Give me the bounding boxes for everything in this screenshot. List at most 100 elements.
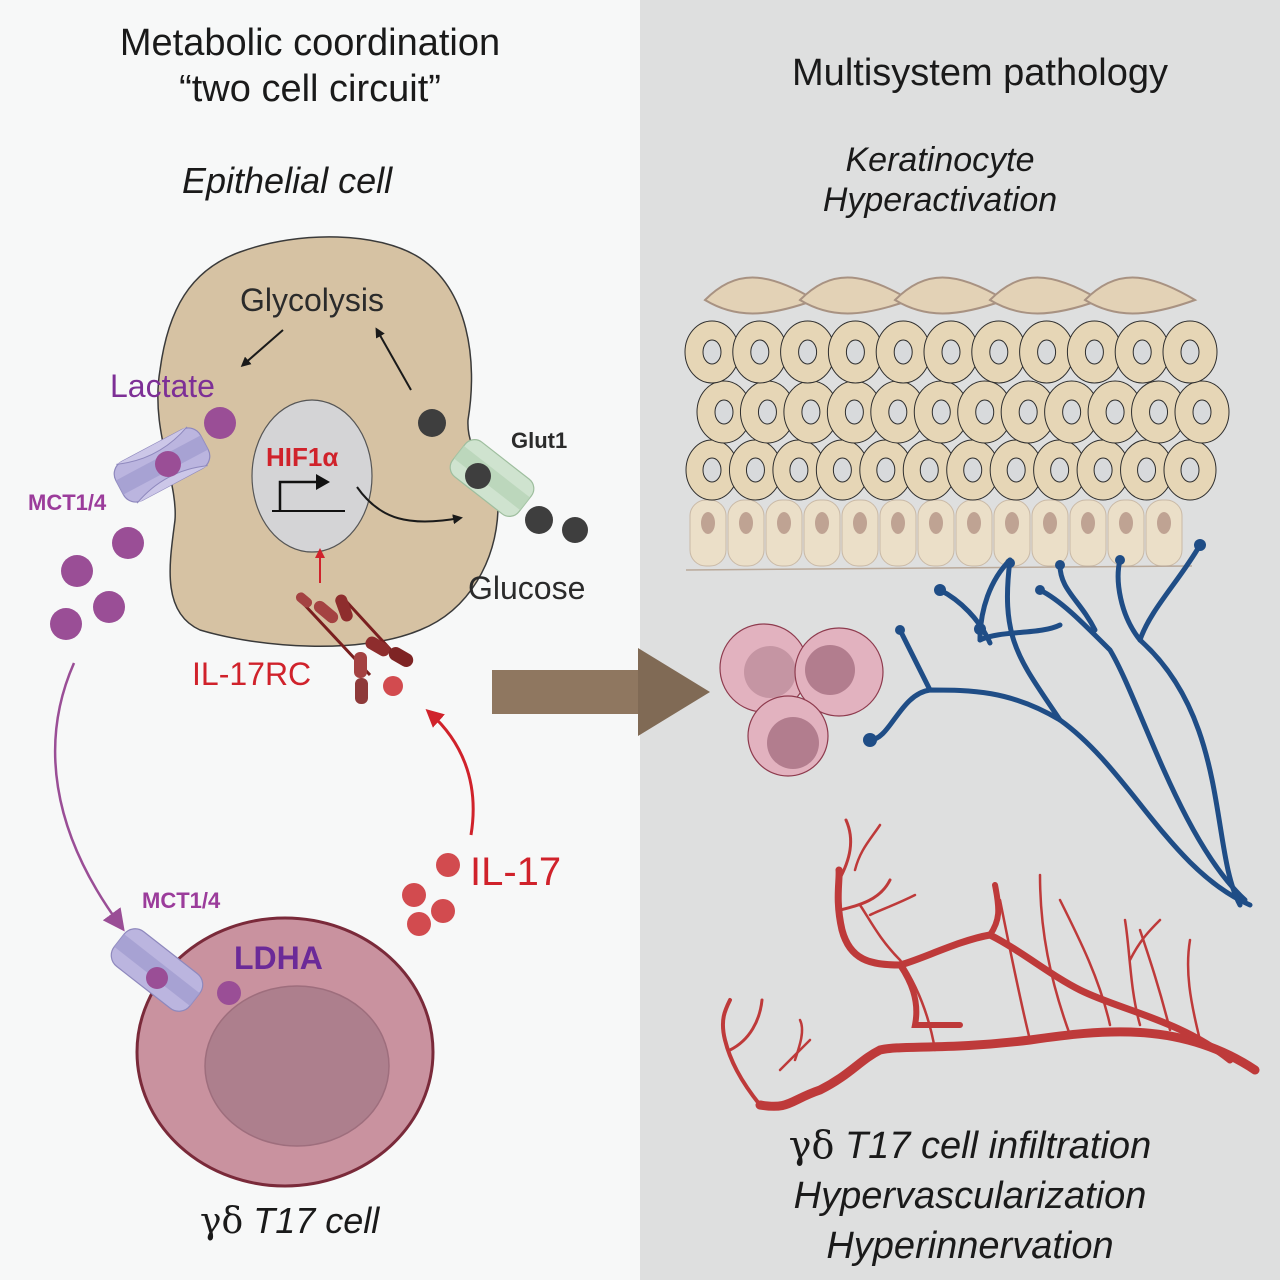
corneum-cell <box>893 276 1008 315</box>
gamma-delta-symbol: γδ <box>788 1123 835 1167</box>
corneum-cell <box>988 276 1103 315</box>
mct-label-top: MCT1/4 <box>28 490 107 515</box>
corneum-cell <box>798 276 913 315</box>
keratinocyte-nucleus <box>1192 399 1212 425</box>
glycolysis-label: Glycolysis <box>240 282 385 318</box>
left-panel-title: Metabolic coordination “two cell circuit… <box>60 20 560 112</box>
basal-nucleus <box>1081 512 1095 534</box>
keratinocyte-nucleus <box>1137 457 1157 483</box>
lactate-molecule <box>155 451 181 477</box>
glucose-label: Glucose <box>468 570 586 606</box>
infiltrating-t17-cells <box>719 623 884 777</box>
epidermis-tissue <box>684 276 1230 571</box>
lactate-molecule <box>204 407 236 439</box>
keratinocyte-nucleus <box>963 457 983 483</box>
keratinocyte-nucleus <box>798 339 818 365</box>
il17-signal-arrow <box>425 708 475 836</box>
lactate-molecule <box>93 591 125 623</box>
il17rc-receptor <box>295 592 414 704</box>
basement-membrane <box>685 565 1193 571</box>
keratinocyte-nucleus <box>832 457 852 483</box>
keratinocyte-nucleus <box>1006 457 1026 483</box>
keratinocyte-nucleus <box>989 339 1009 365</box>
keratinocyte-nucleus <box>702 457 722 483</box>
basal-nucleus <box>891 512 905 534</box>
basal-nucleus <box>1005 512 1019 534</box>
keratinocyte-nucleus <box>801 399 821 425</box>
blood-vessels <box>720 818 1260 1111</box>
il17rc-label: IL-17RC <box>192 656 312 692</box>
title-line-2: “two cell circuit” <box>179 68 441 110</box>
basal-nucleus <box>853 512 867 534</box>
transcription-arrow-icon <box>278 480 320 510</box>
keratinocyte-nucleus <box>845 339 865 365</box>
il17-molecule <box>383 676 403 696</box>
keratinocyte-nucleus <box>750 339 770 365</box>
ldha-label: LDHA <box>234 940 323 976</box>
keratinocyte-nucleus <box>888 399 908 425</box>
basal-nucleus <box>777 512 791 534</box>
keratinocyte-nucleus <box>975 399 995 425</box>
corneum-cell <box>1083 276 1198 315</box>
epithelial-cell-label: Epithelial cell <box>182 160 393 201</box>
nerve-fibers <box>867 542 1253 908</box>
basal-nucleus <box>1119 512 1133 534</box>
lactate-molecule <box>50 608 82 640</box>
glucose-molecule <box>465 463 491 489</box>
keratinocyte-nucleus <box>1132 339 1152 365</box>
keratinocyte-nucleus <box>941 339 961 365</box>
glucose-molecule <box>562 517 588 543</box>
t17-cell-label: γδ T17 cell <box>200 1200 379 1242</box>
keratinocyte-nucleus <box>919 457 939 483</box>
basal-nucleus <box>1157 512 1171 534</box>
lactate-molecule <box>146 967 168 989</box>
hif-to-glut1-arrow <box>356 486 463 525</box>
il17-molecule <box>436 853 460 877</box>
il17-molecule <box>431 899 455 923</box>
hif1a-label: HIF1α <box>266 442 339 472</box>
glucose-molecule <box>525 506 553 534</box>
keratinocyte-nucleus <box>714 399 734 425</box>
basal-nucleus <box>967 512 981 534</box>
glycolysis-to-lactate-arrow <box>240 329 284 367</box>
t17-nucleus <box>204 985 390 1147</box>
keratinocyte-nucleus <box>757 399 777 425</box>
outcome-line-1: T17 cell infiltration <box>844 1125 1152 1167</box>
glucose-molecule <box>418 409 446 437</box>
transition-arrow <box>492 648 710 736</box>
lactate-transport-arrow <box>53 662 125 932</box>
glut1-transporter <box>449 439 535 517</box>
corneum-cell <box>703 276 818 315</box>
lactate-molecule <box>217 981 241 1005</box>
il17-label: IL-17 <box>470 850 562 894</box>
lactate-molecule <box>61 555 93 587</box>
right-panel-title: Multisystem pathology <box>792 52 1168 94</box>
keratinocyte-nucleus <box>789 457 809 483</box>
keratinocyte-nucleus <box>1050 457 1070 483</box>
keratinocyte-nucleus <box>893 339 913 365</box>
mct-label-bottom: MCT1/4 <box>142 888 221 913</box>
keratinocyte-label: Keratinocyte Hyperactivation <box>790 140 1090 220</box>
t17-cell-text: T17 cell <box>253 1200 380 1241</box>
keratinocyte-nucleus <box>1180 339 1200 365</box>
basal-nucleus <box>1043 512 1057 534</box>
glut1-label: Glut1 <box>511 428 568 453</box>
keratinocyte-nucleus <box>1062 399 1082 425</box>
pathology-outcomes: γδ T17 cell infiltration Hypervasculariz… <box>740 1120 1200 1271</box>
il17-molecule <box>407 912 431 936</box>
basal-nucleus <box>701 512 715 534</box>
lactate-label: Lactate <box>110 368 215 404</box>
keratinocyte-nucleus <box>1037 339 1057 365</box>
keratinocyte-nucleus <box>702 339 722 365</box>
lactate-molecule <box>112 527 144 559</box>
gamma-delta-symbol: γδ <box>200 1201 244 1242</box>
basal-nucleus <box>739 512 753 534</box>
keratinocyte-nucleus <box>931 399 951 425</box>
keratinocyte-nucleus <box>876 457 896 483</box>
keratinocyte-line-2: Hyperactivation <box>822 181 1058 219</box>
il17-molecule <box>402 883 426 907</box>
keratinocyte-nucleus <box>1180 457 1200 483</box>
outcome-infiltration: γδ T17 cell infiltration <box>740 1120 1200 1171</box>
keratinocyte-nucleus <box>844 399 864 425</box>
